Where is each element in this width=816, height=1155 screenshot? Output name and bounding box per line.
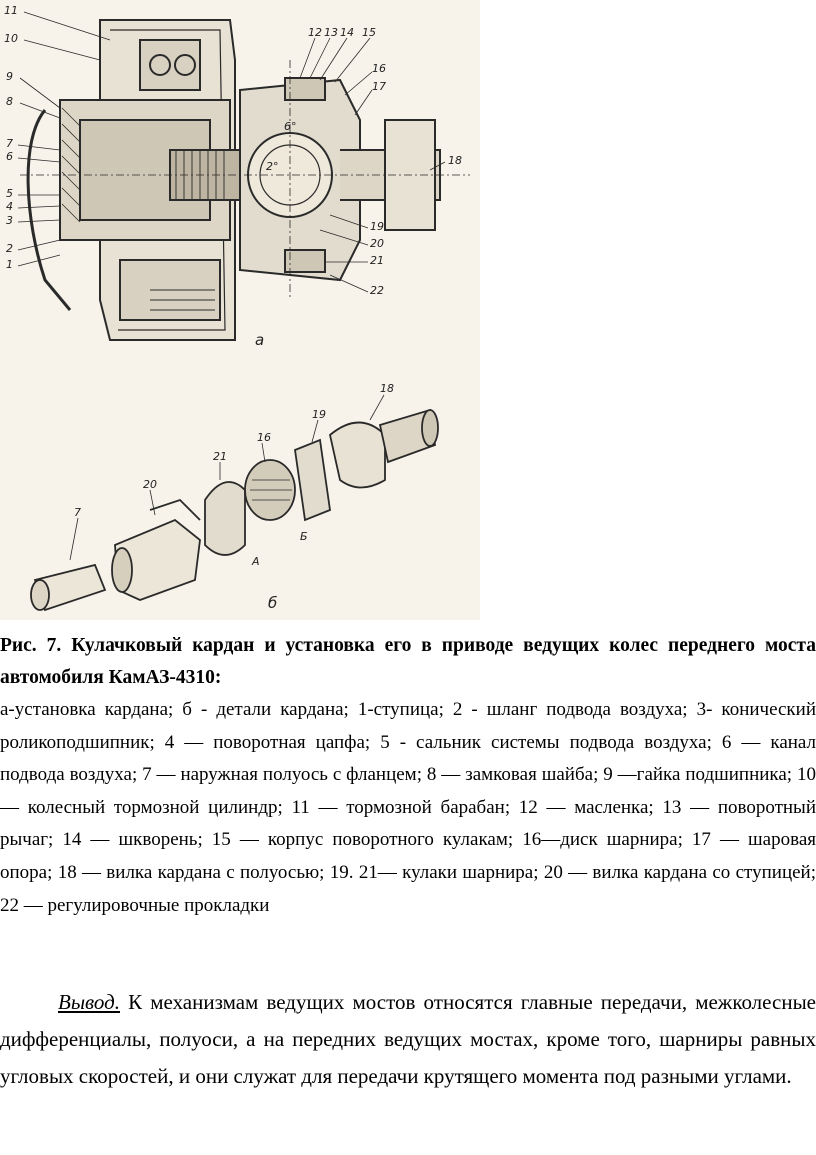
callout-17: 17	[372, 80, 386, 93]
callout-labels-b: 7 20 21 16 19 18 A Б б	[74, 382, 394, 612]
angle-mark-2: 2°	[266, 160, 279, 173]
callout-12: 12	[308, 26, 322, 39]
callout-b-16: 16	[257, 431, 271, 444]
callout-b-7: 7	[74, 506, 81, 519]
cardan-joint-drawing: 11 10 9 8 7 6 5 4 3 2 1 12 13 14 15 16 1…	[0, 0, 480, 620]
callout-b-21: 21	[213, 450, 227, 463]
callout-b-19: 19	[312, 408, 326, 421]
callout-5: 5	[6, 187, 13, 200]
conclusion-paragraph: Вывод. К механизмам ведущих мостов относ…	[0, 984, 816, 1095]
callout-15: 15	[362, 26, 376, 39]
callout-19: 19	[370, 220, 384, 233]
callout-b-20: 20	[143, 478, 157, 491]
callout-10: 10	[4, 32, 18, 45]
exploded-parts-drawing	[30, 394, 439, 612]
callout-14: 14	[340, 26, 354, 39]
caption-legend: а-установка кардана; б - детали кардана;…	[0, 699, 816, 916]
callout-18: 18	[448, 154, 462, 167]
callout-8: 8	[6, 95, 13, 108]
callout-20: 20	[370, 237, 384, 250]
figure-caption: Рис. 7. Кулачковый кардан и установка ег…	[0, 630, 816, 922]
callout-22: 22	[370, 284, 384, 297]
callout-4: 4	[6, 200, 13, 213]
callout-b-a: A	[251, 555, 260, 568]
panel-a-label: а	[255, 331, 264, 349]
callout-labels-a: 11 10 9 8 7 6 5 4 3 2 1 12 13 14 15 16 1…	[4, 4, 462, 349]
callout-b-18: 18	[380, 382, 394, 395]
callout-9: 9	[6, 70, 13, 83]
technical-drawing-figure: 11 10 9 8 7 6 5 4 3 2 1 12 13 14 15 16 1…	[0, 0, 480, 620]
callout-21: 21	[370, 254, 384, 267]
conclusion-label: Вывод.	[58, 990, 120, 1014]
callout-1: 1	[6, 258, 13, 271]
callout-16: 16	[372, 62, 386, 75]
callout-3: 3	[6, 214, 13, 227]
callout-7: 7	[6, 137, 13, 150]
assembly-section-drawing	[17, 11, 470, 341]
callout-2: 2	[6, 242, 13, 255]
callout-13: 13	[324, 26, 338, 39]
callout-b-b: Б	[300, 530, 308, 543]
callout-11: 11	[4, 4, 18, 17]
angle-mark-6: 6°	[284, 120, 297, 133]
panel-b-label: б	[268, 594, 277, 612]
caption-title: Рис. 7. Кулачковый кардан и установка ег…	[0, 635, 816, 688]
conclusion-text: К механизмам ведущих мостов относятся гл…	[0, 990, 816, 1088]
callout-6: 6	[6, 150, 13, 163]
